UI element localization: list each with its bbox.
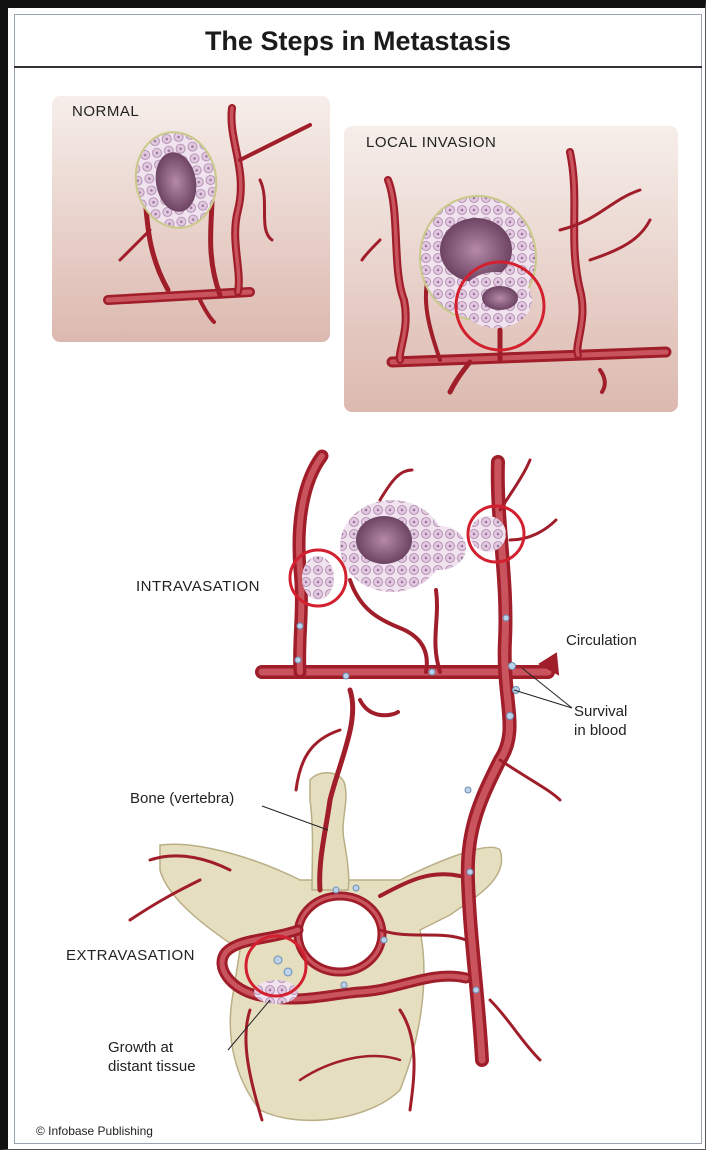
bone-label: Bone (vertebra): [130, 790, 234, 807]
normal-vessels: [108, 108, 310, 322]
survival-label-line2: in blood: [574, 722, 627, 739]
local-invasion-label: LOCAL INVASION: [366, 134, 496, 151]
local-tumor: [420, 196, 536, 328]
copyright-notice: © Infobase Publishing: [36, 1124, 153, 1138]
normal-label: NORMAL: [72, 103, 139, 120]
intravasation-label: INTRAVASATION: [136, 578, 260, 595]
extravasation-label: EXTRAVASATION: [66, 947, 195, 964]
survival-label-line1: Survival: [574, 703, 627, 720]
growth-label-line1: Growth at: [108, 1039, 173, 1056]
circulation-label: Circulation: [566, 632, 637, 649]
growth-label-line2: distant tissue: [108, 1058, 196, 1075]
